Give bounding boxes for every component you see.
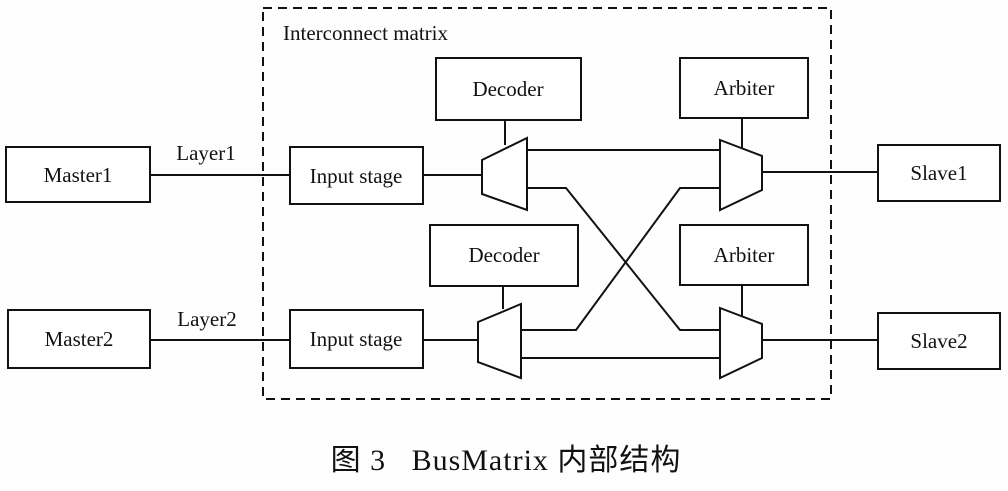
slave2-label: Slave2 [910,329,967,353]
master2-block: Master2 [7,309,151,369]
interconnect-matrix-title: Interconnect matrix [283,21,449,45]
wires [150,118,878,359]
figure-caption: 图 3 BusMatrix 内部结构 [331,444,682,477]
layer1-label: Layer1 [176,141,235,165]
decoder2-block: Decoder [429,224,579,287]
mux2-trapezoid [719,306,763,380]
layer2-label: Layer2 [177,307,236,331]
path-m2-s1 [521,187,720,331]
master2-label: Master2 [45,327,114,351]
arbiter2-label: Arbiter [714,243,775,267]
master1-label: Master1 [44,163,113,187]
path-m1-s2 [527,187,720,331]
decoder2-label: Decoder [468,243,539,267]
decoder1-label: Decoder [472,77,543,101]
demux1-trapezoid [481,136,528,212]
input-stage2-block: Input stage [289,309,424,369]
arbiter1-block: Arbiter [679,57,809,119]
mux1-trapezoid [719,138,763,212]
input-stage2-label: Input stage [310,327,403,351]
master1-block: Master1 [5,146,151,203]
slave1-label: Slave1 [910,161,967,185]
slave2-block: Slave2 [877,312,1001,370]
input-stage1-block: Input stage [289,146,424,205]
decoder1-block: Decoder [435,57,582,121]
demux2-trapezoid [477,302,522,380]
slave1-block: Slave1 [877,144,1001,202]
input-stage1-label: Input stage [310,164,403,188]
arbiter2-block: Arbiter [679,224,809,286]
arbiter1-label: Arbiter [714,76,775,100]
